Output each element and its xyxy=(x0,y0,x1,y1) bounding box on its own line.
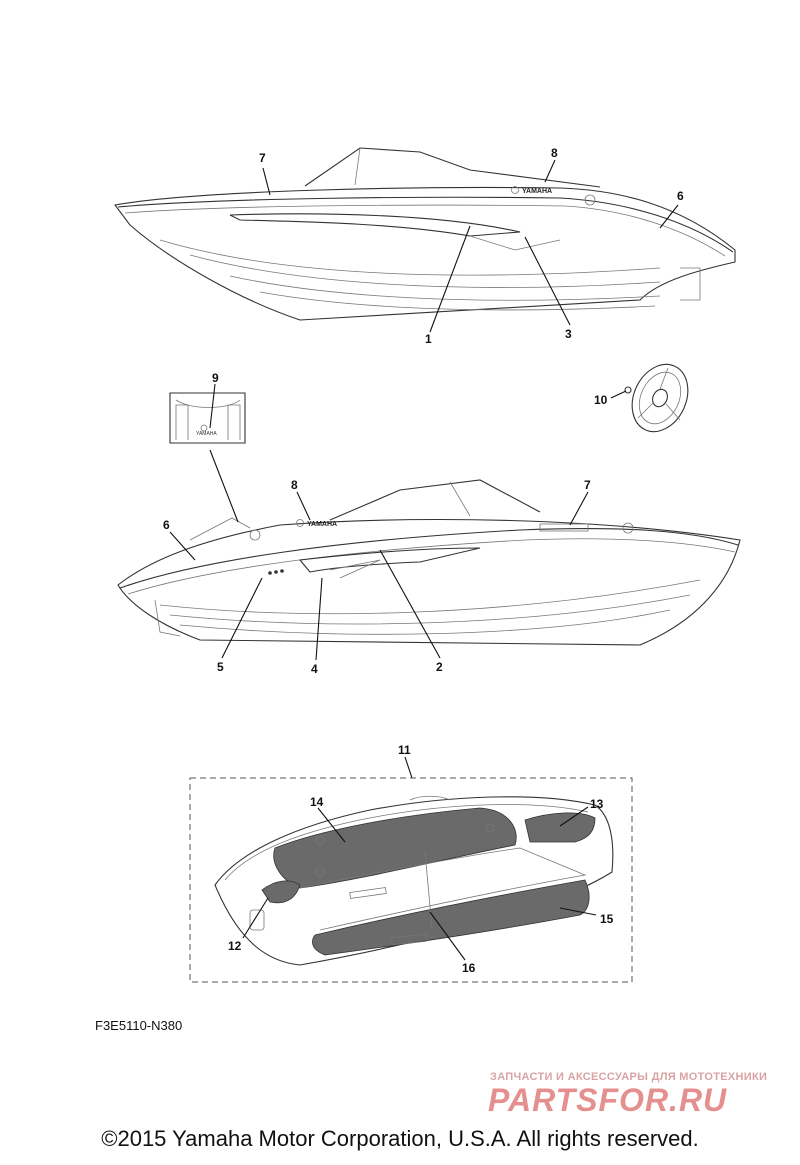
callout-upper-3: 3 xyxy=(565,327,572,341)
callout-upper-7: 7 xyxy=(259,151,266,165)
lower-boat-illustration: YAMAHA xyxy=(117,479,741,646)
leader-10 xyxy=(610,390,627,399)
cockpit-mat-illustration xyxy=(214,795,614,966)
callout-9: 9 xyxy=(212,371,219,385)
cockpit-leaders xyxy=(242,806,597,961)
upper-boat-illustration: YAMAHA xyxy=(114,147,736,321)
callout-lower-7: 7 xyxy=(584,478,591,492)
callout-12: 12 xyxy=(228,939,242,953)
lower-leaders xyxy=(169,449,589,661)
steering-wheel-illustration xyxy=(624,363,689,433)
kit-dashed-frame xyxy=(189,777,633,983)
callout-upper-6: 6 xyxy=(677,189,684,203)
callout-lower-4: 4 xyxy=(311,662,318,676)
floor-mat xyxy=(312,879,590,956)
callout-lower-6: 6 xyxy=(163,518,170,532)
callout-15: 15 xyxy=(600,912,614,926)
callout-lower-2: 2 xyxy=(436,660,443,674)
leader-11 xyxy=(404,756,413,779)
side-mat xyxy=(261,880,301,904)
leader-9 xyxy=(209,383,216,429)
callout-14: 14 xyxy=(310,795,324,809)
upper-brand-decal: YAMAHA xyxy=(522,188,552,195)
figure-code: F3E5110-N380 xyxy=(95,1018,183,1033)
upper-leaders xyxy=(262,159,679,333)
bow-mat xyxy=(524,812,596,843)
inset-brand-decal: YAMAHA xyxy=(196,431,217,437)
callout-lower-8: 8 xyxy=(291,478,298,492)
callout-upper-1: 1 xyxy=(425,332,432,346)
callout-13: 13 xyxy=(590,797,604,811)
watermark-logo: PARTSFOR.RU xyxy=(488,1082,728,1118)
callout-upper-8: 8 xyxy=(551,146,558,160)
wheel-cap xyxy=(624,386,632,394)
callout-11: 11 xyxy=(398,743,411,757)
forward-mat xyxy=(273,807,517,889)
callout-lower-5: 5 xyxy=(217,660,224,674)
lower-brand-decal: YAMAHA xyxy=(307,521,337,528)
watermark-tagline: ЗАПЧАСТИ И АКСЕССУАРЫ ДЛЯ МОТОТЕХНИКИ xyxy=(490,1071,768,1083)
callout-10: 10 xyxy=(594,393,608,407)
inset-stern-decal: YAMAHA xyxy=(169,392,246,444)
callout-16: 16 xyxy=(462,961,476,975)
copyright-notice: ©2015 Yamaha Motor Corporation, U.S.A. A… xyxy=(101,1126,699,1151)
